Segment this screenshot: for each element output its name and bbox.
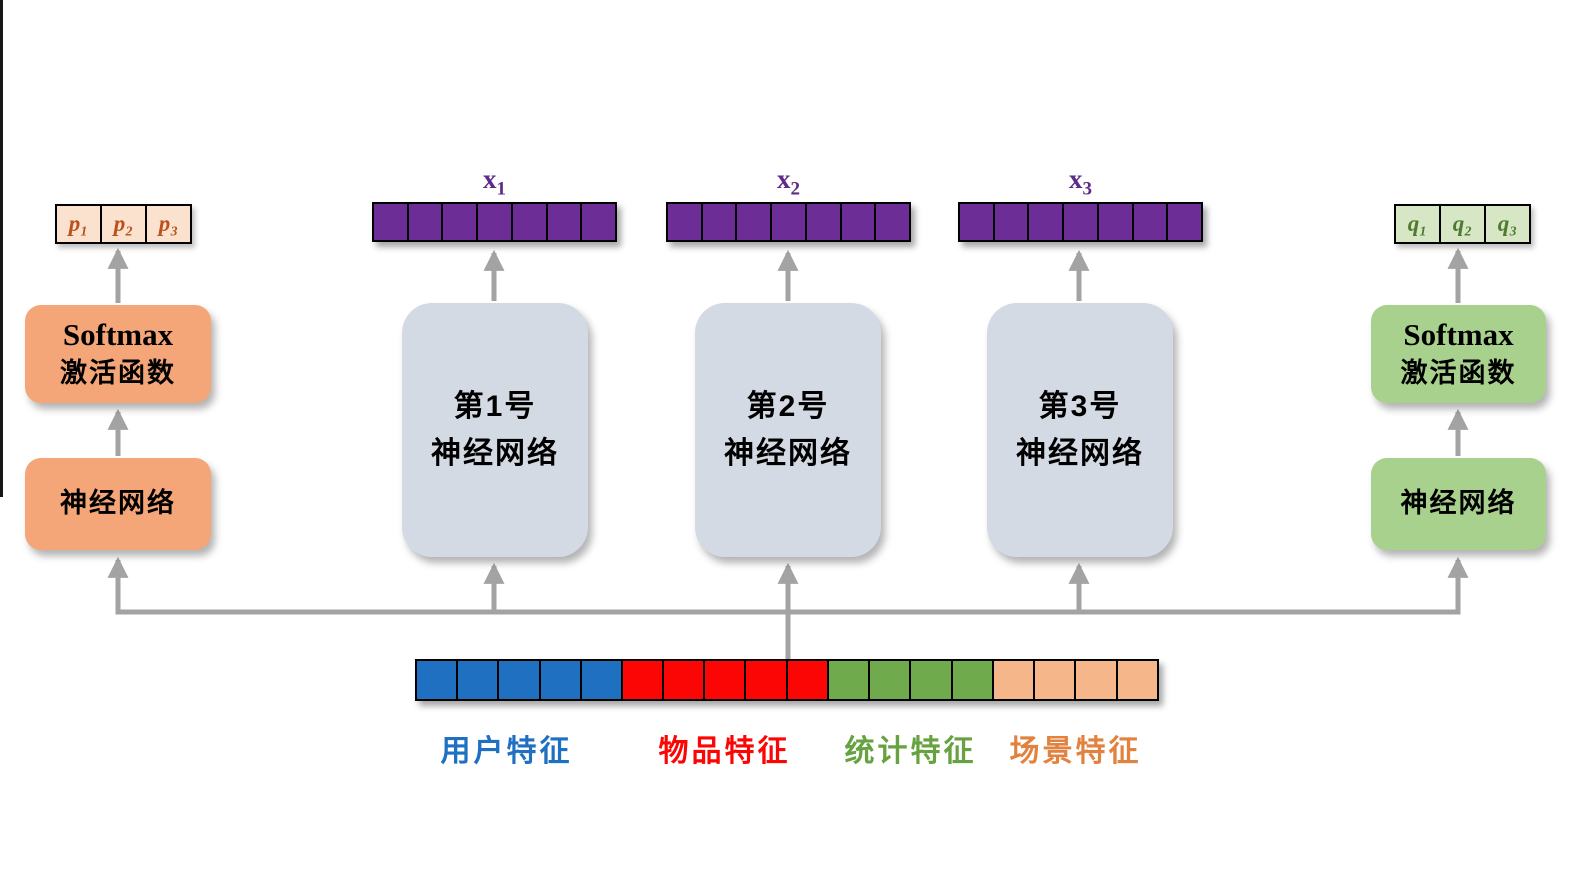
vector-label-x1: x1 bbox=[483, 164, 506, 200]
vector-cell bbox=[909, 661, 950, 699]
vector-cell bbox=[994, 661, 1033, 699]
feature-group-scene bbox=[991, 661, 1157, 699]
vector-cell bbox=[992, 204, 1028, 240]
vector-cell bbox=[839, 204, 875, 240]
right-nn-label: 神经网络 bbox=[1400, 488, 1517, 519]
vector-cell bbox=[874, 204, 909, 240]
expert-2-line1: 第2号 bbox=[746, 389, 830, 423]
feature-label-stat: 统计特征 bbox=[844, 735, 977, 768]
vector-cell bbox=[374, 204, 407, 240]
vector-cell bbox=[417, 661, 456, 699]
hidden-vector-x3 bbox=[958, 202, 1203, 242]
right-softmax-box: Softmax 激活函数 bbox=[1371, 305, 1546, 403]
feature-group-user bbox=[417, 661, 621, 699]
vector-cell bbox=[476, 204, 511, 240]
output-cell-q2: q₂ bbox=[1439, 206, 1484, 242]
hidden-vector-x2 bbox=[666, 202, 911, 242]
vector-cell bbox=[1115, 661, 1157, 699]
vector-cell bbox=[703, 661, 744, 699]
vector-cell bbox=[1096, 204, 1132, 240]
expert-2-box: 第2号 神经网络 bbox=[695, 303, 881, 557]
output-cell-p1: p₁ bbox=[68, 211, 89, 236]
expert-1-line1: 第1号 bbox=[453, 389, 537, 423]
expert-3-line1: 第3号 bbox=[1038, 389, 1122, 423]
vector-cell bbox=[497, 661, 538, 699]
vector-cell bbox=[804, 204, 840, 240]
right-softmax-label-en: Softmax bbox=[1403, 316, 1514, 352]
feature-group-item bbox=[620, 661, 827, 699]
vector-cell bbox=[545, 204, 581, 240]
vector-cell bbox=[735, 204, 770, 240]
vector-cell bbox=[456, 661, 497, 699]
output-cell-q3: q₃ bbox=[1484, 206, 1529, 242]
expert-2-line2: 神经网络 bbox=[724, 437, 852, 470]
output-cell-p3: p₃ bbox=[145, 206, 190, 242]
vector-cell bbox=[960, 204, 993, 240]
vector-cell bbox=[1062, 204, 1097, 240]
vector-cell bbox=[785, 661, 827, 699]
vector-cell bbox=[441, 204, 476, 240]
left-softmax-label-en: Softmax bbox=[62, 316, 174, 352]
output-cell-q1: q₁ bbox=[1407, 211, 1428, 236]
expert-3-box: 第3号 神经网络 bbox=[987, 303, 1173, 557]
vector-cell bbox=[538, 661, 580, 699]
vector-cell bbox=[580, 204, 615, 240]
output-cell-p2: p₂ bbox=[100, 206, 145, 242]
right-softmax-label-zh: 激活函数 bbox=[1400, 358, 1517, 389]
vector-cell bbox=[700, 204, 736, 240]
vector-cell bbox=[662, 661, 703, 699]
right-nn-box: 神经网络 bbox=[1371, 458, 1546, 550]
expert-1-box: 第1号 神经网络 bbox=[402, 303, 588, 557]
vector-cell bbox=[744, 661, 785, 699]
vector-cell bbox=[1033, 661, 1074, 699]
vector-cell bbox=[1074, 661, 1115, 699]
feature-label-item: 物品特征 bbox=[658, 735, 791, 768]
feature-label-user: 用户特征 bbox=[440, 735, 573, 768]
feature-label-scene: 场景特征 bbox=[1009, 735, 1142, 768]
vector-cell bbox=[1166, 204, 1201, 240]
vector-cell bbox=[406, 204, 442, 240]
left-softmax-label-zh: 激活函数 bbox=[60, 358, 176, 389]
left-edge-line bbox=[0, 0, 3, 497]
vector-cell bbox=[950, 661, 992, 699]
left-softmax-box: Softmax 激活函数 bbox=[25, 305, 211, 403]
right-output-vector: q₁ q₂ q₃ bbox=[1394, 204, 1531, 244]
vector-cell bbox=[510, 204, 546, 240]
vector-cell bbox=[829, 661, 868, 699]
left-nn-label: 神经网络 bbox=[60, 488, 176, 519]
vector-cell bbox=[623, 661, 662, 699]
vector-label-x2: x2 bbox=[777, 164, 800, 200]
vector-cell bbox=[579, 661, 621, 699]
vector-cell bbox=[770, 204, 805, 240]
input-feature-vector bbox=[415, 659, 1159, 701]
vector-cell bbox=[868, 661, 909, 699]
expert-1-line2: 神经网络 bbox=[431, 437, 559, 470]
vector-cell bbox=[668, 204, 701, 240]
vector-cell bbox=[1131, 204, 1167, 240]
hidden-vector-x1 bbox=[372, 202, 617, 242]
expert-3-line2: 神经网络 bbox=[1016, 437, 1144, 470]
vector-cell bbox=[1027, 204, 1062, 240]
left-output-vector: p₁ p₂ p₃ bbox=[55, 204, 192, 244]
vector-label-x3: x3 bbox=[1069, 164, 1092, 200]
feature-group-stat bbox=[826, 661, 992, 699]
left-nn-box: 神经网络 bbox=[25, 458, 211, 550]
